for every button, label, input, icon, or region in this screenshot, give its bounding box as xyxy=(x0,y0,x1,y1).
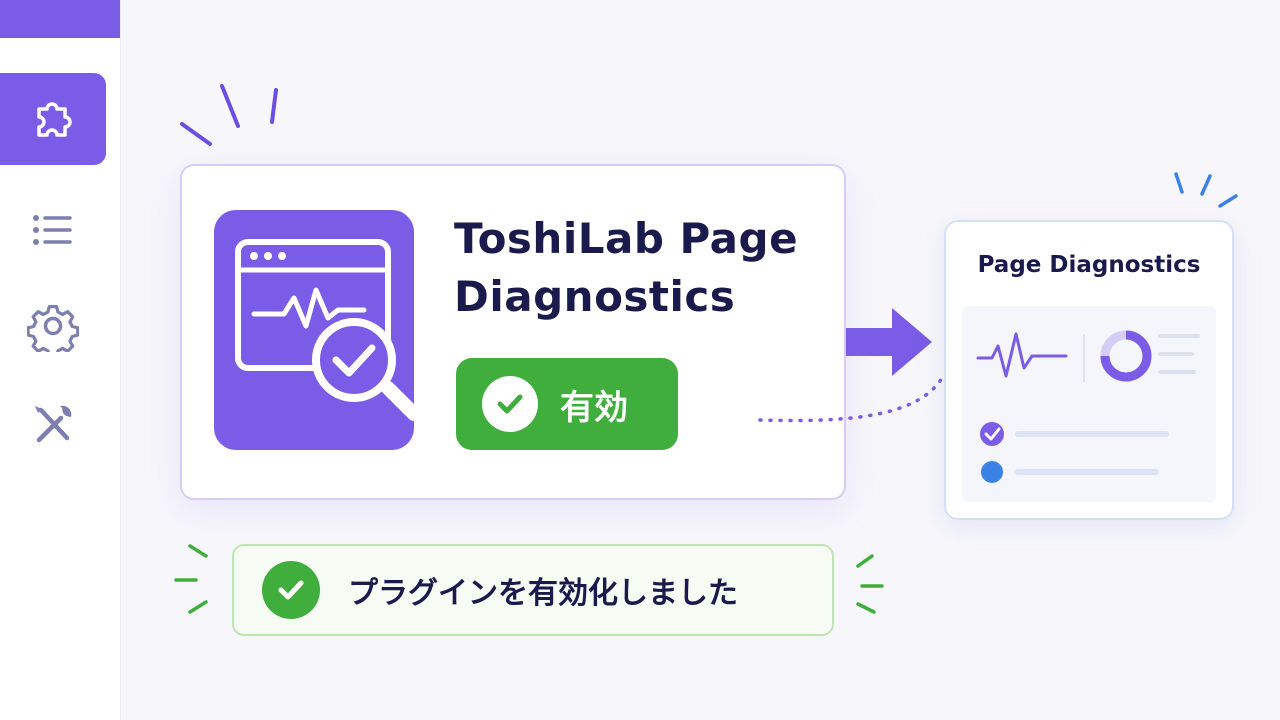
browser-heartbeat-magnifier-icon xyxy=(214,210,421,450)
check-circle-icon xyxy=(262,561,320,619)
plugin-status-toggle[interactable]: 有効 xyxy=(456,358,678,450)
check-circle-icon xyxy=(482,376,538,432)
list-icon xyxy=(33,215,72,245)
sidebar-header-bar xyxy=(0,0,120,38)
sidebar-item-plugins[interactable] xyxy=(0,73,106,165)
sidebar-item-tools[interactable] xyxy=(0,378,106,470)
tools-icon xyxy=(35,405,72,443)
donut-chart-icon xyxy=(1100,330,1152,382)
plugin-name-line2: Diagnostics xyxy=(454,272,736,321)
dot-icon xyxy=(981,461,1003,483)
success-toast: プラグインを有効化しました xyxy=(232,544,834,636)
plugin-card: ToshiLab Page Diagnostics 有効 xyxy=(180,164,846,500)
sidebar-item-list[interactable] xyxy=(0,184,106,276)
toast-message: プラグインを有効化しました xyxy=(348,576,738,611)
sidebar-item-settings[interactable] xyxy=(0,280,106,372)
puzzle-icon xyxy=(37,102,72,137)
preview-title: Page Diagnostics xyxy=(977,252,1201,278)
preview-content xyxy=(962,306,1216,502)
status-label: 有効 xyxy=(560,387,628,428)
page-diagnostics-preview: Page Diagnostics xyxy=(944,220,1234,520)
heartbeat-icon xyxy=(976,332,1068,378)
check-circle-icon xyxy=(980,422,1004,446)
gear-icon xyxy=(27,304,79,352)
arrow-right-icon xyxy=(846,308,932,376)
plugin-name-line1: ToshiLab Page xyxy=(454,214,799,263)
sidebar xyxy=(0,0,121,720)
dotted-connector xyxy=(758,376,944,423)
plugin-name: ToshiLab Page Diagnostics xyxy=(454,210,834,326)
